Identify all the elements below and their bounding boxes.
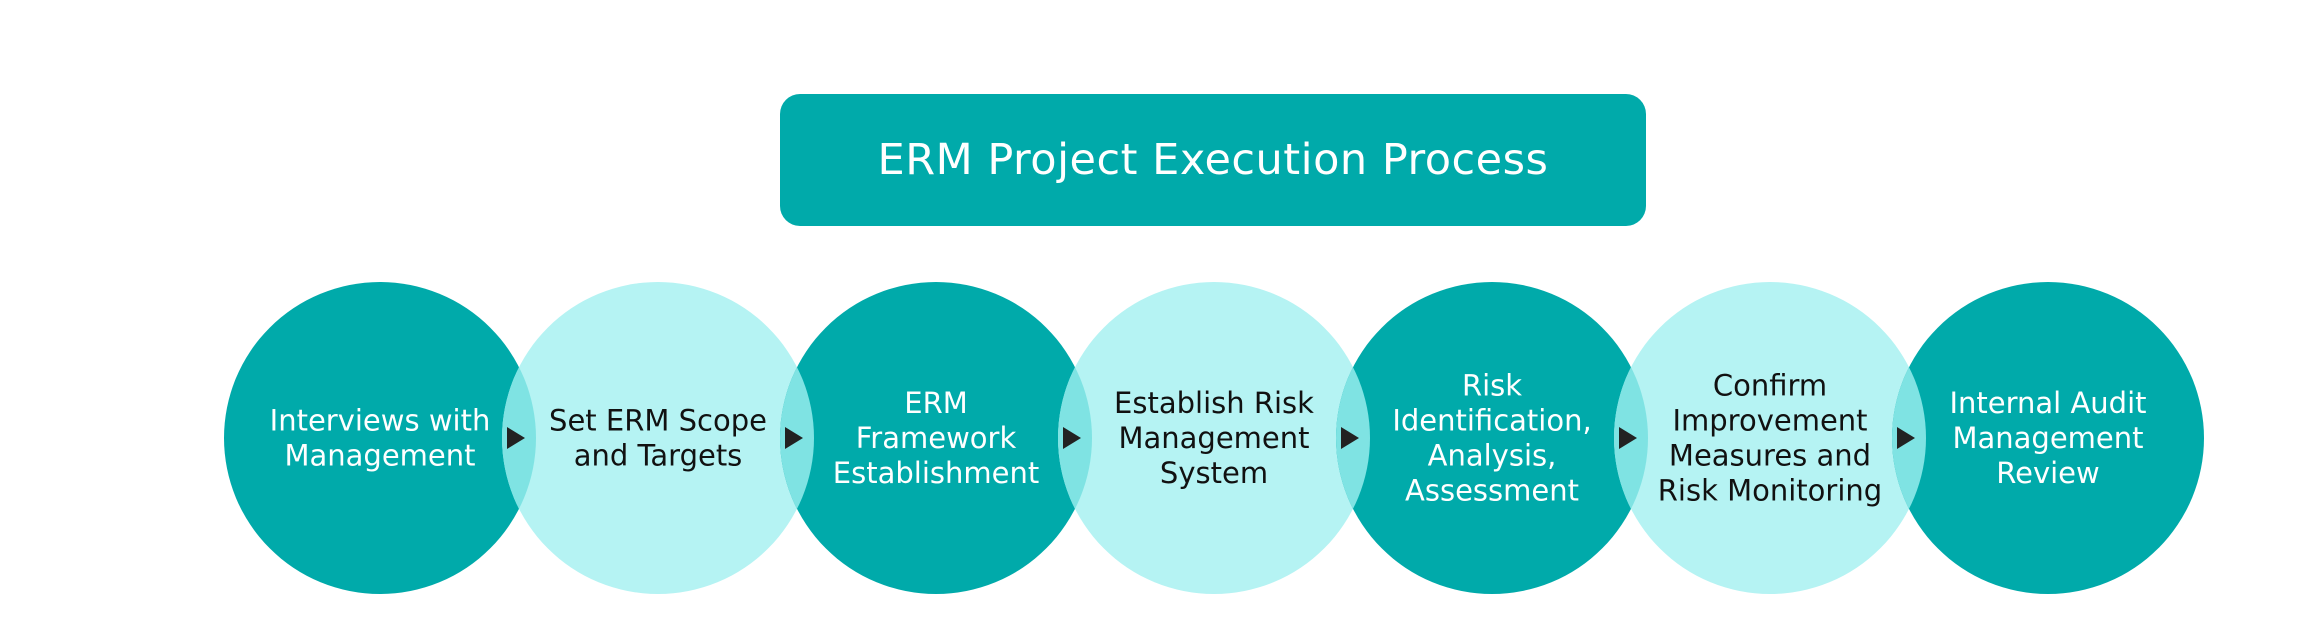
step-label-line: Management	[284, 439, 475, 473]
step-circle-7	[1892, 282, 2204, 594]
step-circle-4	[1058, 282, 1370, 594]
step-label-line: Review	[1996, 456, 2099, 490]
step-label-line: Management	[1952, 421, 2143, 455]
step-label-line: Interviews with	[270, 404, 491, 438]
step-label-line: Establishment	[833, 456, 1039, 490]
step-label-line: Risk Monitoring	[1658, 474, 1882, 508]
step-circle-6	[1614, 282, 1926, 594]
step-label-line: Analysis,	[1428, 439, 1557, 473]
step-label-line: Measures and	[1669, 439, 1871, 473]
diagram-title: ERM Project Execution Process	[877, 135, 1549, 185]
step-label-line: System	[1160, 456, 1268, 490]
triangle-right-icon	[1619, 427, 1637, 449]
step-label-line: Risk	[1462, 369, 1522, 403]
step-circle-5	[1336, 282, 1648, 594]
step-label-line: and Targets	[574, 439, 743, 473]
step-label-line: Framework	[856, 421, 1017, 455]
step-label-line: ERM	[904, 386, 968, 420]
step-label-line: Management	[1118, 421, 1309, 455]
step-label-line: Assessment	[1405, 474, 1579, 508]
triangle-right-icon	[1897, 427, 1915, 449]
step-label-line: Set ERM Scope	[549, 404, 767, 438]
triangle-right-icon	[507, 427, 525, 449]
triangle-right-icon	[1341, 427, 1359, 449]
step-label-line: Improvement	[1672, 404, 1867, 438]
triangle-right-icon	[785, 427, 803, 449]
step-label-line: Identification,	[1392, 404, 1591, 438]
triangle-right-icon	[1063, 427, 1081, 449]
step-circle-2	[502, 282, 814, 594]
step-circle-1	[224, 282, 536, 594]
step-label-line: Internal Audit	[1949, 386, 2146, 420]
title-banner: ERM Project Execution Process	[780, 94, 1646, 226]
step-circle-3	[780, 282, 1092, 594]
step-label-line: Confirm	[1713, 369, 1827, 403]
step-label-line: Establish Risk	[1114, 386, 1314, 420]
